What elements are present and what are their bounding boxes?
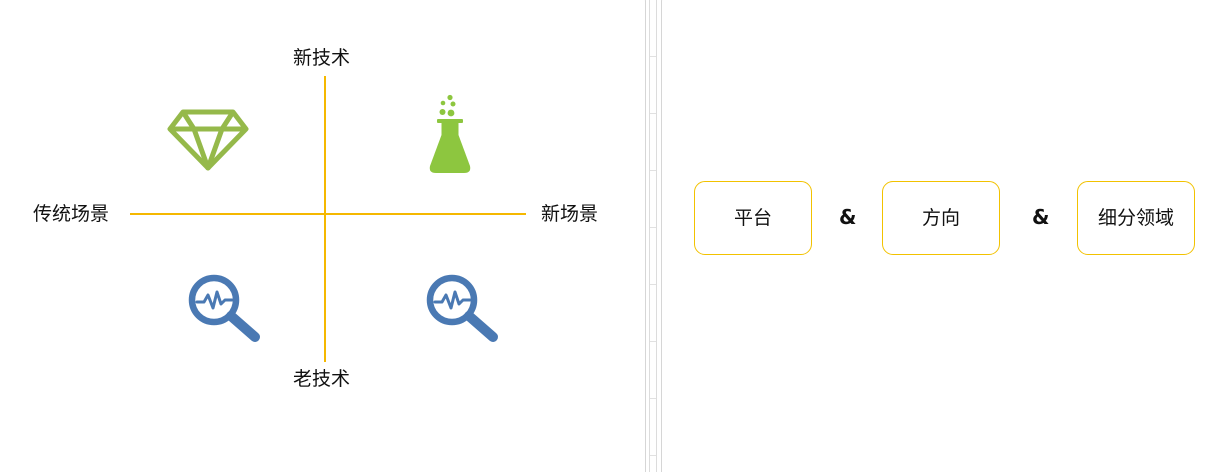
axis-label-new-tech: 新技术	[293, 47, 351, 69]
diamond-icon	[166, 108, 250, 172]
axis-label-new-scene: 新场景	[541, 203, 599, 225]
platform-box: 平台	[694, 181, 812, 255]
magnifier-pulse-icon	[424, 274, 502, 346]
ampersand-separator: &	[839, 205, 857, 229]
notebook-binding	[649, 0, 657, 472]
niche-field-box: 细分领域	[1077, 181, 1195, 255]
direction-box: 方向	[882, 181, 1000, 255]
horizontal-axis	[130, 213, 526, 215]
flask-icon	[428, 94, 472, 176]
axis-label-traditional-scene: 传统场景	[33, 203, 110, 225]
vertical-axis	[324, 76, 326, 362]
axis-label-old-tech: 老技术	[293, 368, 351, 390]
left-page	[0, 0, 646, 472]
magnifier-pulse-icon	[186, 274, 264, 346]
ampersand-separator: &	[1032, 205, 1050, 229]
